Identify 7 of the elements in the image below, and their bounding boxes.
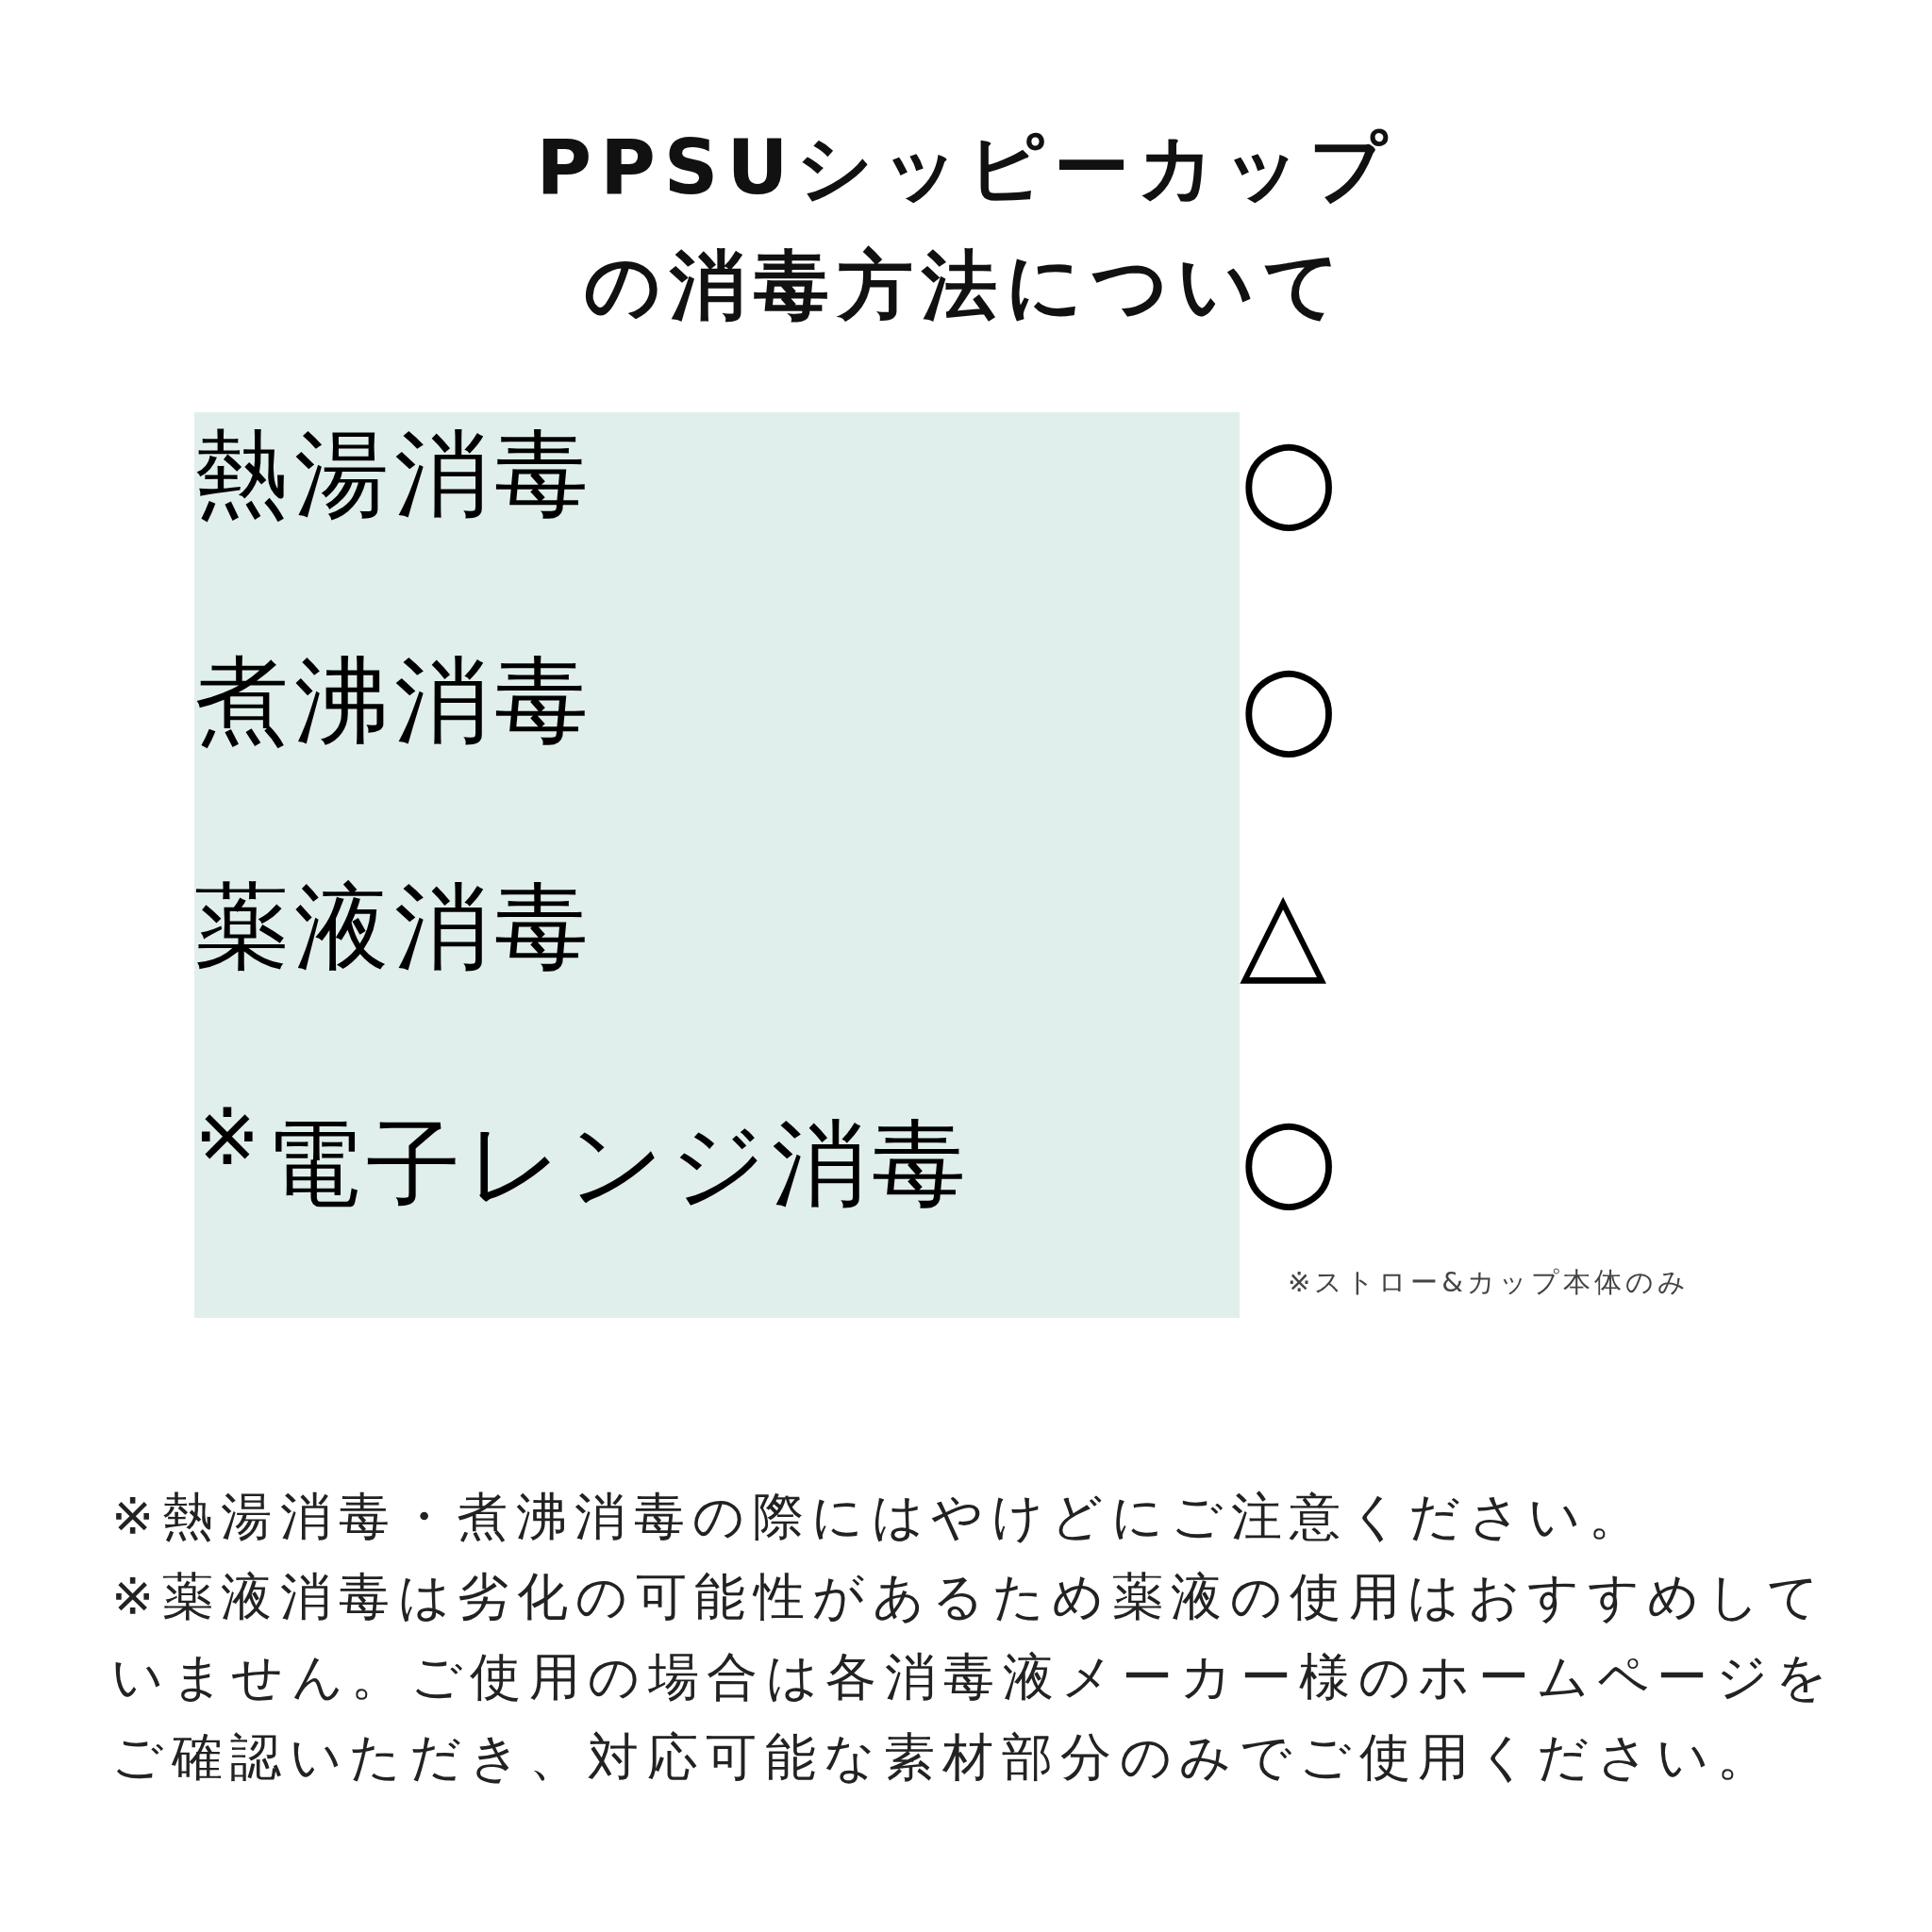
note-text: ※熱湯消毒・煮沸消毒の際にはやけどにご注意ください。 [111, 1486, 1649, 1548]
title: PPSUシッピーカップの消毒方法について [535, 123, 1397, 331]
footnote: ※ストロー&カップ本体のみ [1287, 1265, 1690, 1300]
table-cell: 煮沸消毒 [194, 639, 1241, 867]
table-cell: 熱湯消毒 [194, 412, 1241, 641]
note-text: ※薬液消毒は劣化の可能性があるため薬液の使用はおすすめしていません。ご使用の場合は各消毒液メーカー様のホームページをご確認いただき、対応可能な素材部分のみでご使用ください。 [111, 1566, 1837, 1789]
table-cell: $^{※}$電子レンジ消毒 [194, 1091, 1241, 1318]
